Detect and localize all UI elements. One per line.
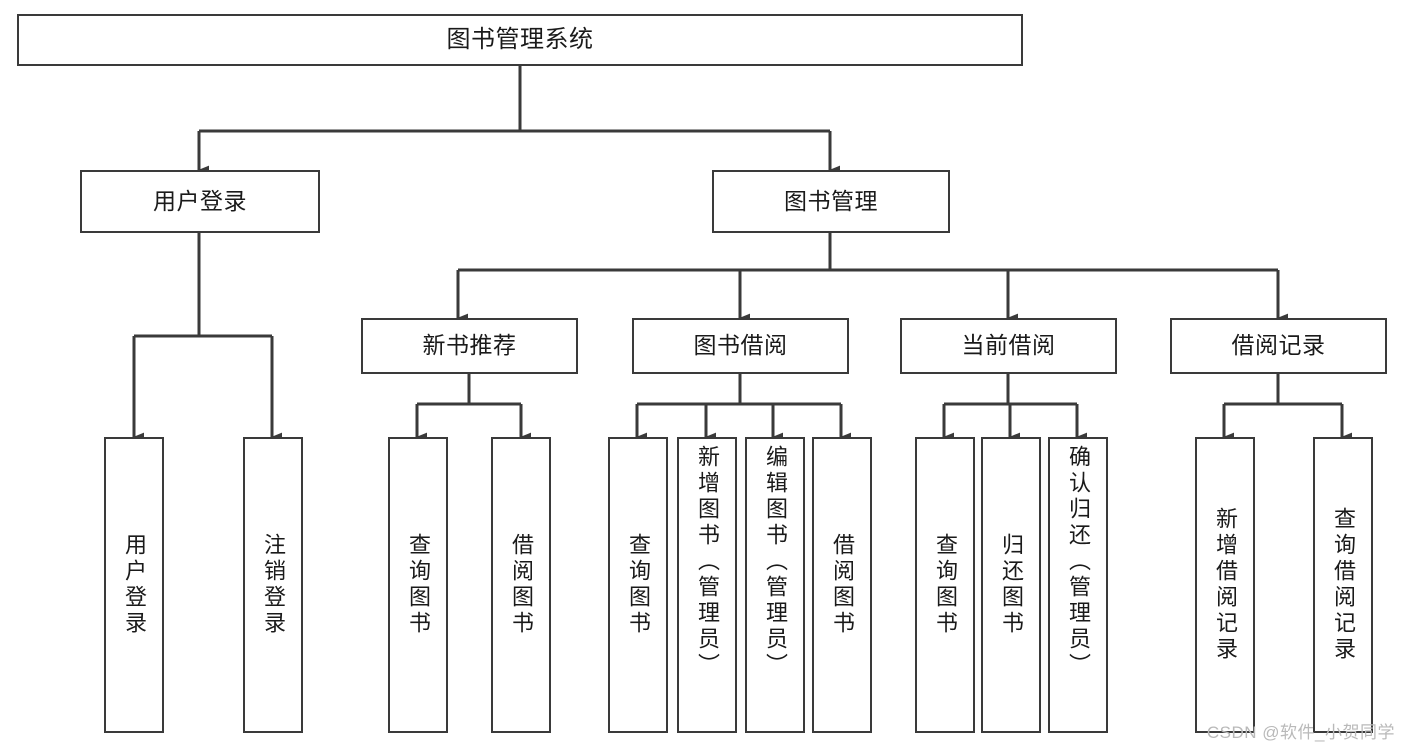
- leaf-current-query-book[interactable]: 查询图书: [915, 437, 975, 733]
- node-current-borrow[interactable]: 当前借阅: [900, 318, 1117, 374]
- node-label: 查询图书: [933, 533, 958, 637]
- node-label: 查询借阅记录: [1331, 507, 1356, 663]
- node-label: 借阅图书: [509, 533, 534, 637]
- leaf-current-confirm-return-admin[interactable]: 确认归还（管理员）: [1048, 437, 1108, 733]
- leaf-recommend-borrow-book[interactable]: 借阅图书: [491, 437, 551, 733]
- leaf-user-login-logout[interactable]: 注销登录: [243, 437, 303, 733]
- node-label: 注销登录: [261, 533, 286, 637]
- leaf-borrow-edit-book-admin[interactable]: 编辑图书（管理员）: [745, 437, 805, 733]
- node-book-management[interactable]: 图书管理: [712, 170, 950, 233]
- node-label: 查询图书: [626, 533, 651, 637]
- node-label: 查询图书: [406, 533, 431, 637]
- leaf-borrow-query-book[interactable]: 查询图书: [608, 437, 668, 733]
- node-label: 归还图书: [999, 533, 1024, 637]
- leaf-borrow-add-book-admin[interactable]: 新增图书（管理员）: [677, 437, 737, 733]
- node-label: 编辑图书（管理员）: [763, 445, 788, 679]
- node-label: 借阅图书: [830, 533, 855, 637]
- node-label: 图书借阅: [693, 332, 788, 359]
- node-label: 用户登录: [122, 533, 147, 637]
- leaf-user-login-login[interactable]: 用户登录: [104, 437, 164, 733]
- leaf-record-query-record[interactable]: 查询借阅记录: [1313, 437, 1373, 733]
- node-label: 确认归还（管理员）: [1066, 445, 1091, 679]
- node-label: 当前借阅: [961, 332, 1056, 359]
- node-user-login[interactable]: 用户登录: [80, 170, 320, 233]
- leaf-record-add-record[interactable]: 新增借阅记录: [1195, 437, 1255, 733]
- node-label: 用户登录: [153, 187, 247, 214]
- leaf-borrow-borrow-book[interactable]: 借阅图书: [812, 437, 872, 733]
- leaf-recommend-query-book[interactable]: 查询图书: [388, 437, 448, 733]
- node-label: 新增借阅记录: [1213, 507, 1238, 663]
- node-root-system[interactable]: 图书管理系统: [17, 14, 1023, 66]
- leaf-current-return-book[interactable]: 归还图书: [981, 437, 1041, 733]
- node-book-borrow[interactable]: 图书借阅: [632, 318, 849, 374]
- node-new-book-recommend[interactable]: 新书推荐: [361, 318, 578, 374]
- node-label: 图书管理系统: [446, 25, 594, 53]
- node-label: 新增图书（管理员）: [695, 445, 720, 679]
- node-label: 借阅记录: [1231, 332, 1326, 359]
- node-borrow-record[interactable]: 借阅记录: [1170, 318, 1387, 374]
- node-label: 图书管理: [784, 187, 878, 214]
- node-label: 新书推荐: [422, 332, 517, 359]
